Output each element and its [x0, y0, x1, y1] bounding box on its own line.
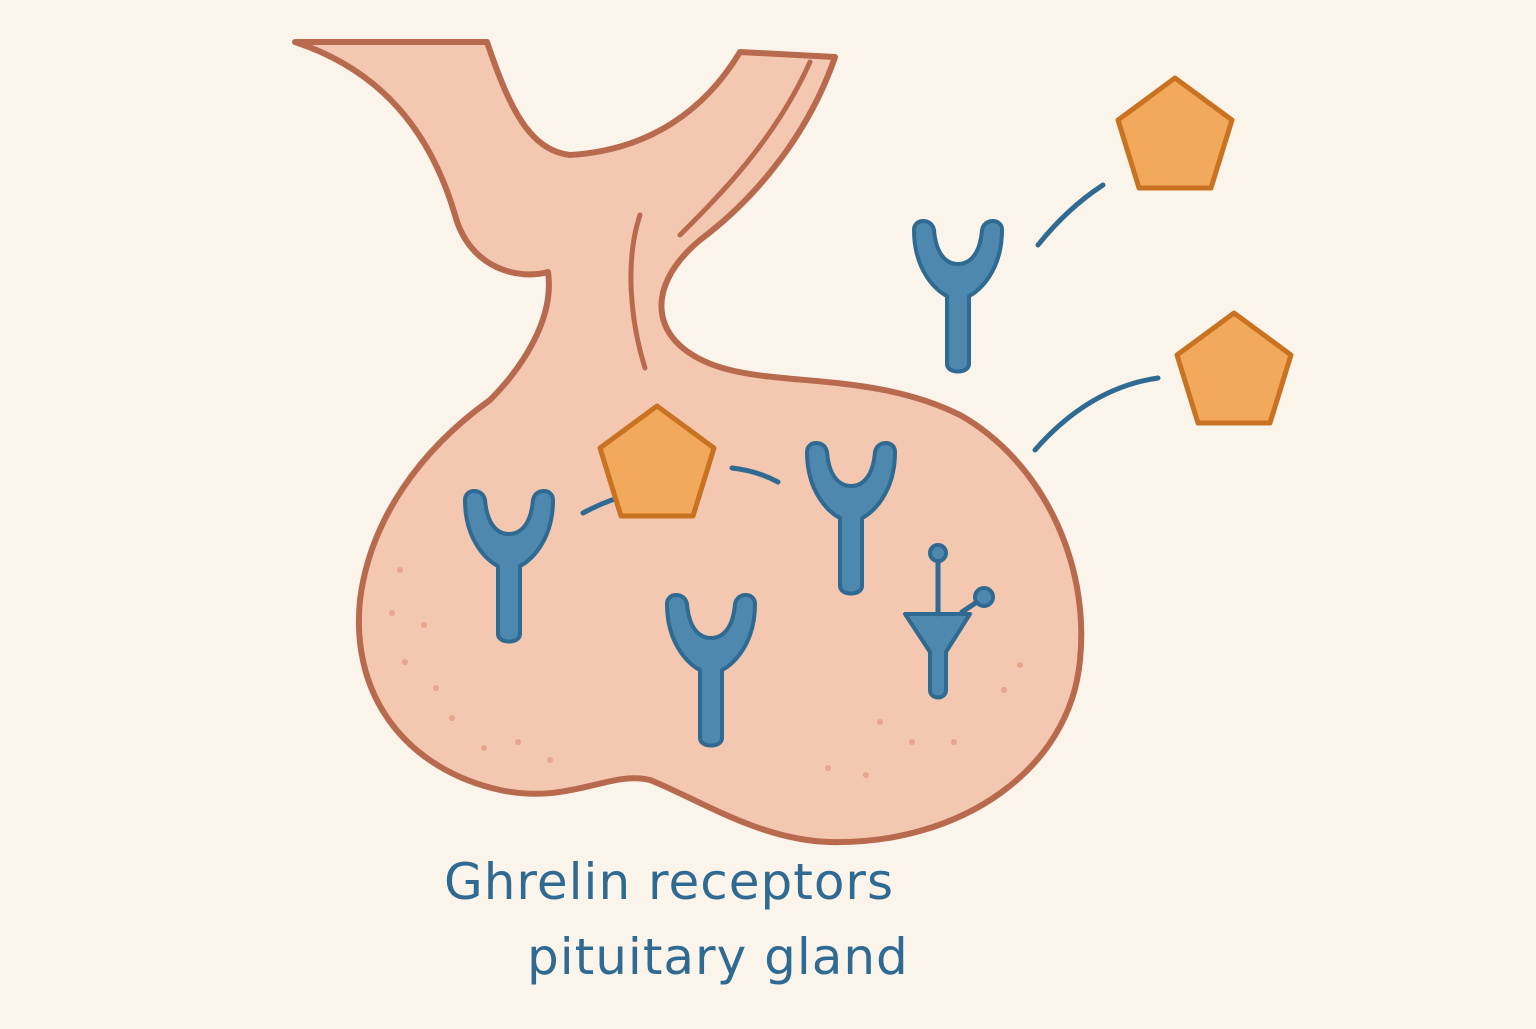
binding-lines — [580, 182, 1161, 516]
small-receptor-icon — [903, 543, 995, 700]
hormone-icon — [1118, 78, 1232, 188]
caption-line-2: pituitary gland — [527, 928, 909, 986]
receptor-icon — [912, 219, 1004, 374]
caption-line-1: Ghrelin receptors — [444, 853, 895, 911]
stalk-line-left — [628, 212, 648, 371]
gland-texture-dots — [389, 567, 1023, 778]
hormone-icon — [1177, 313, 1291, 423]
stalk-line-right — [677, 59, 813, 238]
